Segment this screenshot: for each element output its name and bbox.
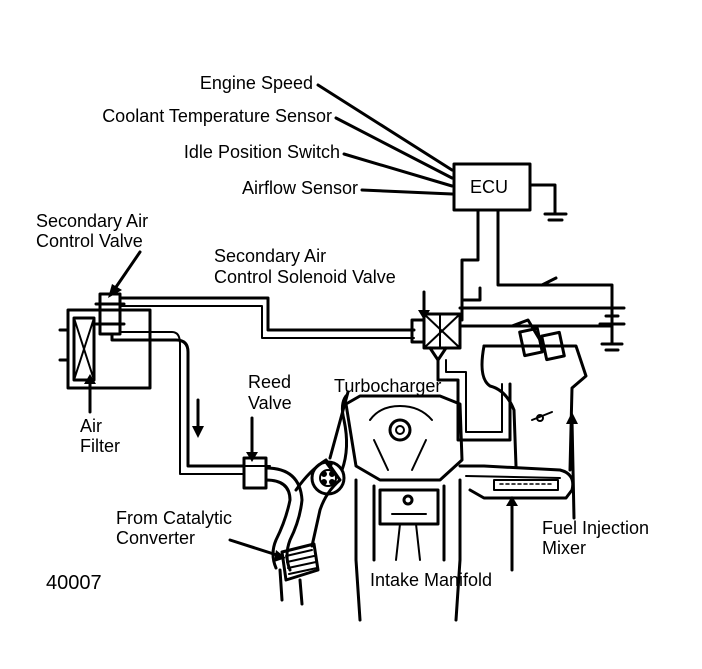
- idle-position-switch-label: Idle Position Switch: [183, 142, 340, 162]
- coolant-temperature-sensor-label: Coolant Temperature Sensor: [102, 106, 332, 126]
- turbocharger-label: Turbocharger: [334, 376, 442, 396]
- air-filter-label-1: Air: [80, 416, 102, 436]
- solenoid-valve-label-2: Control Solenoid Valve: [214, 267, 396, 287]
- secondary-air-pipe: [110, 332, 246, 468]
- solenoid-valve: [410, 306, 614, 362]
- figure-number: 40007: [46, 572, 102, 594]
- arrowheads: [84, 284, 578, 562]
- solenoid-valve-label-1: Secondary Air: [214, 246, 327, 266]
- reed-valve-label-2: Valve: [248, 393, 292, 413]
- ground-symbol: [528, 183, 568, 222]
- sensor-leader-lines: [316, 83, 454, 196]
- air-filter-housing: [58, 308, 152, 390]
- relay-switch: [460, 276, 558, 308]
- air-filter-label-2: Filter: [80, 436, 120, 456]
- intake-manifold: [458, 464, 575, 500]
- engine-speed-label: Engine Speed: [199, 73, 313, 93]
- exhaust-pipe-lower: [278, 568, 304, 606]
- ecu-label: ECU: [470, 177, 509, 197]
- secondary-air-pipe-inner: [119, 331, 245, 475]
- catalytic-converter-label-2: Converter: [116, 528, 196, 548]
- ecu-output-wires: [460, 208, 614, 332]
- vacuum-hose: [118, 296, 416, 332]
- solenoid-to-intake-hose-inner: [445, 359, 503, 433]
- catalytic-section: [280, 542, 320, 582]
- secondary-air-control-valve-label-2: Control Valve: [36, 231, 143, 251]
- solenoid-to-intake-hose: [436, 358, 512, 442]
- label-pointer-arrows: [88, 250, 576, 572]
- intake-manifold-label: Intake Manifold: [370, 570, 493, 590]
- engine-block: [344, 394, 464, 622]
- ecu-box: [452, 162, 532, 212]
- fuel-injection-mixer-label-1: Fuel Injection: [542, 518, 650, 538]
- fuel-injection-mixer-label-2: Mixer: [542, 538, 586, 558]
- vacuum-hose-inner: [119, 305, 415, 339]
- reed-valve: [239, 456, 271, 490]
- fuel-injection-mixer: [480, 318, 588, 472]
- airflow-sensor-label: Airflow Sensor: [241, 178, 358, 198]
- reed-valve-label-1: Reed: [248, 372, 292, 392]
- battery-symbol: [598, 306, 626, 352]
- catalytic-converter-label-1: From Catalytic: [116, 508, 233, 528]
- secondary-air-control-valve-label-1: Secondary Air: [36, 211, 149, 231]
- exhaust-pipe: [294, 458, 342, 548]
- secondary-air-control-valve: [94, 292, 126, 336]
